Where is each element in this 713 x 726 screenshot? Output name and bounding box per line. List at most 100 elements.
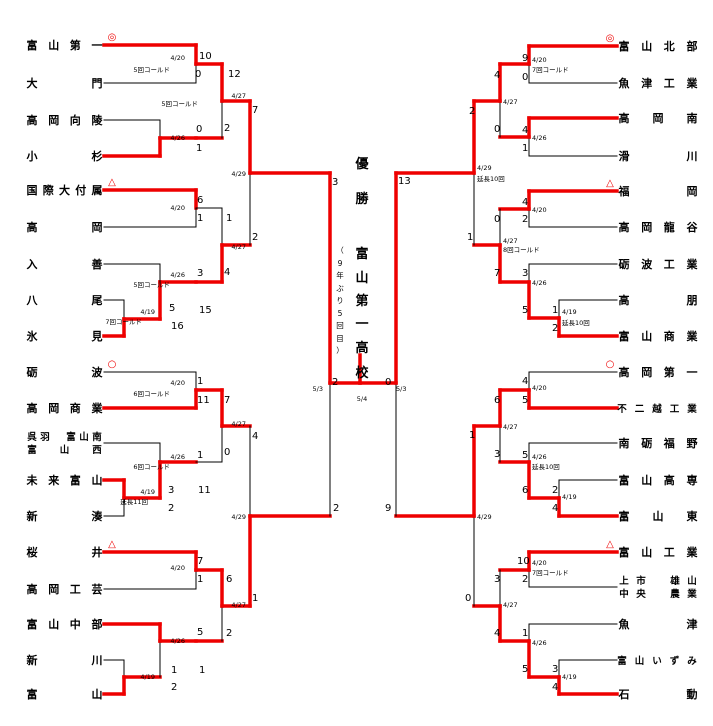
score-label: 16	[171, 321, 184, 332]
team-name: 富山高専	[619, 473, 698, 487]
score-label: 3	[522, 268, 528, 279]
score-label: 2	[168, 503, 174, 514]
team-name: 未来富山	[26, 473, 103, 487]
score-label: 1	[197, 574, 203, 585]
score-label: 0	[385, 377, 391, 388]
team-name: 桜井	[27, 545, 103, 559]
note-label: 7回コールド	[105, 318, 142, 326]
team-name: 滑川	[619, 149, 698, 163]
score-label: 6	[226, 574, 232, 585]
date-label: 4/19	[562, 673, 577, 681]
team-name: 入善	[27, 257, 103, 271]
date-label: 4/19	[140, 673, 155, 681]
date-label: 5/3	[396, 385, 406, 393]
date-label: 4/29	[231, 170, 246, 178]
date-label: 4/19	[140, 488, 155, 496]
team-name: 高岡龍谷	[619, 220, 699, 234]
score-label: 2	[171, 682, 177, 693]
date-label: 4/26	[532, 453, 547, 461]
score-label: 4	[522, 197, 528, 208]
team-name: 大門	[27, 76, 103, 90]
score-label: 2	[522, 214, 528, 225]
team-name: 富山いずみ	[617, 655, 697, 667]
champion-name: 富	[355, 246, 368, 262]
score-label: 1	[552, 305, 558, 316]
score-label: 3	[168, 485, 174, 496]
score-label: 3	[494, 449, 500, 460]
date-label: 4/20	[532, 56, 547, 64]
final-date-label: 5/4	[357, 395, 367, 403]
score-label: 2	[552, 323, 558, 334]
note-label: 6回コールド	[133, 463, 170, 471]
score-label: 0	[195, 69, 201, 80]
date-label: 4/27	[503, 98, 518, 106]
score-label: 1	[522, 628, 528, 639]
score-label: 4	[494, 70, 500, 81]
team-name: 砺波	[26, 365, 104, 379]
team-name: 小杉	[26, 149, 103, 163]
score-label: 1	[171, 665, 177, 676]
seed-mark: △	[108, 539, 116, 550]
note-label: 延長10回	[562, 318, 590, 327]
team-name: 富山西	[27, 444, 102, 456]
seed-mark: △	[606, 539, 614, 550]
seed-mark: ◎	[108, 32, 117, 43]
score-label: 4	[552, 503, 558, 514]
score-label: 10	[199, 51, 212, 62]
team-name: 高岡第一	[619, 365, 698, 379]
champion-name: 高	[355, 340, 368, 356]
score-label: 3	[332, 177, 338, 188]
date-label: 4/20	[532, 384, 547, 392]
team-name: 高朋	[619, 293, 698, 307]
score-label: 3	[197, 268, 203, 279]
team-name: 国際大付属	[27, 183, 103, 197]
score-label: 4	[552, 682, 558, 693]
date-label: 4/29	[477, 164, 492, 172]
date-label: 4/26	[170, 134, 185, 142]
seed-mark: ○	[108, 359, 117, 370]
team-name: 石動	[618, 687, 698, 701]
score-label: 1	[197, 376, 203, 387]
team-name: 魚津工業	[619, 76, 699, 90]
score-label: 1	[467, 232, 473, 243]
date-label: 4/20	[170, 564, 185, 572]
note-label: 5回コールド	[133, 281, 170, 289]
date-label: 4/20	[170, 204, 185, 212]
score-label: 4	[494, 628, 500, 639]
champion-name: 校	[355, 365, 369, 381]
score-label: 5	[197, 627, 203, 638]
score-label: 1	[199, 665, 205, 676]
score-label: 0	[522, 72, 528, 83]
team-name: 富山第一	[27, 38, 103, 52]
date-label: 4/20	[170, 54, 185, 62]
score-label: 9	[385, 503, 391, 514]
score-label: 11	[198, 485, 211, 496]
date-label: 5/3	[313, 385, 323, 393]
date-label: 4/27	[503, 423, 518, 431]
score-label: 5	[522, 664, 528, 675]
team-name: 新川	[27, 653, 103, 667]
team-name: 富山工業	[619, 545, 699, 559]
score-label: 5	[169, 303, 175, 314]
note-label: 5回コールド	[161, 100, 198, 108]
champion-label: 優	[354, 156, 369, 172]
score-label: 7	[494, 268, 500, 279]
champion-note: 回	[336, 321, 344, 330]
champion-note: ぶ	[336, 284, 344, 293]
team-name: 南砺福野	[619, 436, 698, 450]
score-label: 2	[224, 123, 230, 134]
note-label: 7回コールド	[532, 569, 569, 577]
score-label: 4	[522, 376, 528, 387]
team-name: 富山	[27, 687, 103, 701]
date-label: 4/26	[170, 637, 185, 645]
score-label: 7	[224, 395, 230, 406]
champion-label: 勝	[355, 191, 369, 207]
seed-mark: △	[606, 178, 614, 189]
team-name: 魚津	[619, 617, 698, 631]
date-label: 4/27	[231, 601, 246, 609]
score-label: 1	[522, 143, 528, 154]
champion-note: 目	[336, 334, 344, 343]
date-label: 4/26	[170, 271, 185, 279]
score-label: 4	[252, 431, 258, 442]
